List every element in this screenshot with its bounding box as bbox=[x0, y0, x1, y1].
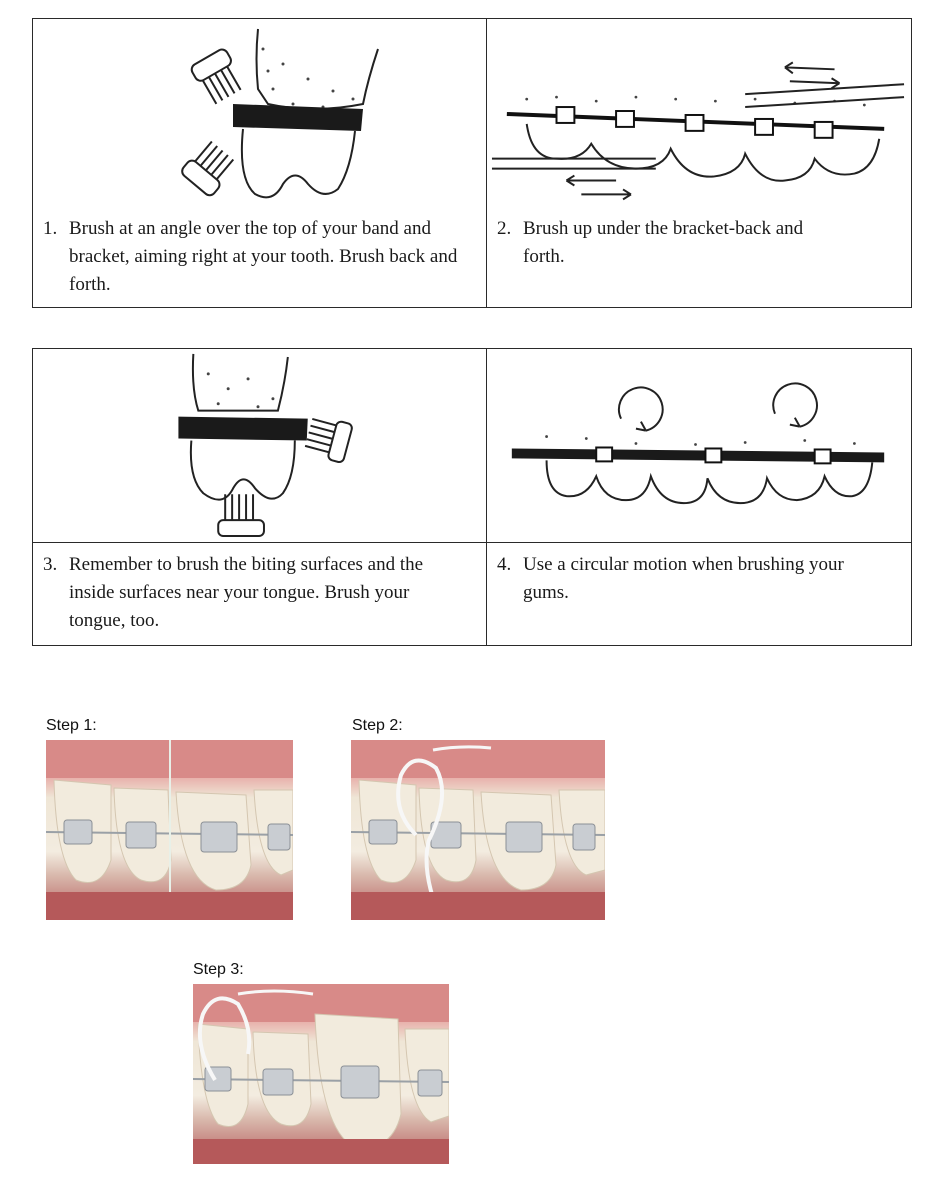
floss-between-teeth-icon bbox=[193, 984, 449, 1164]
illustration-circular-brushing bbox=[486, 349, 911, 543]
step-text: Brush at an angle over the top of your b… bbox=[69, 218, 458, 295]
braces-teeth-icon bbox=[46, 740, 293, 920]
brushing-step-4: 4. Use a circular motion when brushing yo… bbox=[486, 543, 911, 645]
step-number: 3. bbox=[43, 554, 58, 575]
step-text: Brush up under the bracket-back and fort… bbox=[523, 218, 804, 267]
brushing-step-1: 1. Brush at an angle over the top of your… bbox=[33, 207, 486, 307]
circular-motion-icon bbox=[511, 382, 885, 505]
illustration-biting-surface-brushing bbox=[33, 349, 486, 543]
step-number: 2. bbox=[497, 218, 512, 239]
floss-step-2-photo bbox=[351, 740, 605, 920]
brushing-step-3: 3. Remember to brush the biting surfaces … bbox=[33, 543, 486, 645]
floss-loop-teeth-icon bbox=[351, 740, 605, 920]
illustration-under-bracket-brushing bbox=[486, 19, 911, 207]
floss-step-1-label: Step 1: bbox=[46, 717, 97, 734]
step-number: 4. bbox=[497, 554, 512, 575]
brushing-step-2: 2. Brush up under the bracket-back and fo… bbox=[486, 207, 911, 307]
brushing-card-bottom: 3. Remember to brush the biting surfaces … bbox=[32, 348, 912, 646]
step-text: Use a circular motion when brushing your… bbox=[523, 554, 844, 603]
floss-step-1-photo bbox=[46, 740, 293, 920]
brace-row-brush-icon bbox=[491, 61, 905, 201]
brushing-card-top: 1. Brush at an angle over the top of your… bbox=[32, 18, 912, 308]
floss-step-3-photo bbox=[193, 984, 449, 1164]
tooth-brush-angle-icon bbox=[181, 28, 379, 199]
floss-step-3-label: Step 3: bbox=[193, 961, 244, 978]
step-text: Remember to brush the biting surfaces an… bbox=[69, 554, 424, 631]
step-number: 1. bbox=[43, 218, 58, 239]
tooth-biting-surface-icon bbox=[178, 353, 353, 538]
illustration-angle-brushing bbox=[33, 19, 486, 207]
floss-step-2-label: Step 2: bbox=[352, 717, 403, 734]
